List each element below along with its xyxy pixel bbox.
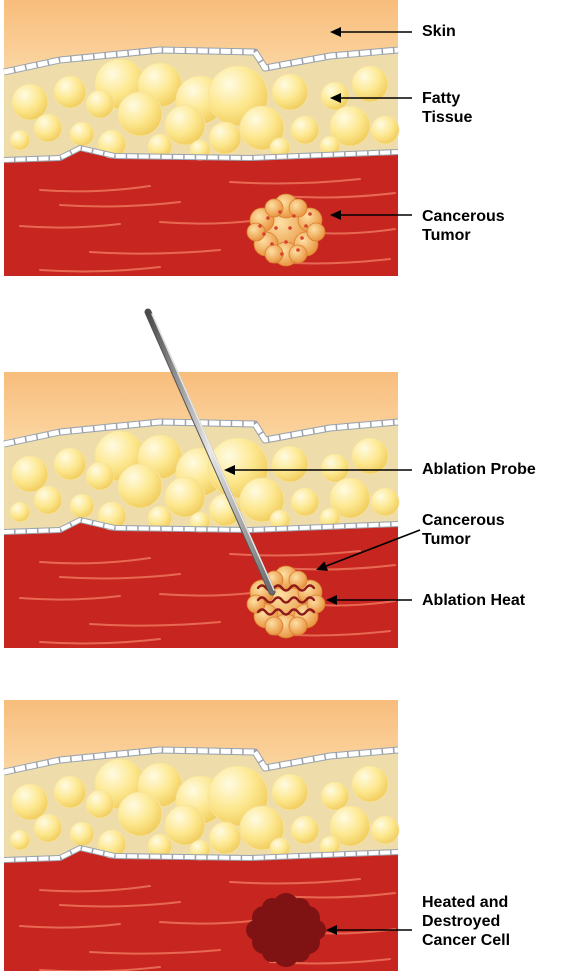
tumor-nucleus — [292, 214, 296, 218]
fat-globule — [352, 438, 388, 474]
fat-globule — [165, 105, 205, 145]
label-skin: Skin — [422, 22, 456, 41]
fat-globule — [165, 805, 205, 845]
tumor-nucleus — [262, 232, 266, 236]
tumor-nucleus — [308, 212, 312, 216]
muscle-layer — [4, 848, 398, 971]
fat-globule — [352, 66, 388, 102]
fat-globule — [371, 488, 399, 516]
fat-globule — [321, 782, 349, 810]
tumor-cell — [289, 617, 307, 635]
tumor-nucleus — [300, 236, 304, 240]
fat-globule — [272, 446, 308, 482]
fat-globule — [54, 776, 86, 808]
tumor-nucleus — [280, 252, 284, 256]
destroyed-lobe — [262, 898, 282, 918]
fat-globule — [10, 130, 30, 150]
fat-globule — [371, 116, 399, 144]
fat-globule — [118, 92, 162, 136]
fat-globule — [34, 814, 62, 842]
fat-globule — [209, 822, 241, 854]
fat-globule — [70, 494, 94, 518]
fat-globule — [272, 774, 308, 810]
fat-globule — [12, 84, 48, 120]
fat-globule — [118, 792, 162, 836]
fat-globule — [371, 816, 399, 844]
fat-globule — [86, 790, 114, 818]
tumor-nucleus — [274, 226, 278, 230]
tumor-nucleus — [304, 224, 308, 228]
tumor-cell — [289, 245, 307, 263]
fat-globule — [352, 766, 388, 802]
fat-globule — [12, 784, 48, 820]
panel-ablation — [4, 372, 399, 648]
fat-globule — [118, 464, 162, 508]
fat-globule — [209, 122, 241, 154]
fat-globule — [70, 822, 94, 846]
fat-globule — [54, 448, 86, 480]
fat-globule — [321, 454, 349, 482]
label-destroyed-cell: Heated and Destroyed Cancer Cell — [422, 893, 510, 950]
fat-globule — [291, 816, 319, 844]
tumor-nucleus — [284, 240, 288, 244]
fat-globule — [54, 76, 86, 108]
tumor-nucleus — [288, 226, 292, 230]
tumor-cell — [247, 223, 265, 241]
destroyed-lobe — [290, 942, 310, 962]
fat-globule — [34, 486, 62, 514]
fat-globule — [86, 462, 114, 490]
tumor-nucleus — [278, 210, 282, 214]
tumor-nucleus — [258, 224, 262, 228]
label-ablation-probe: Ablation Probe — [422, 460, 536, 479]
tumor-cell — [307, 223, 325, 241]
fat-globule — [291, 488, 319, 516]
fat-globule — [34, 114, 62, 142]
tumor-cell — [289, 199, 307, 217]
tumor-nucleus — [296, 248, 300, 252]
fat-globule — [10, 502, 30, 522]
fat-globule — [291, 116, 319, 144]
label-cancerous-tumor: Cancerous Tumor — [422, 207, 505, 245]
destroyed-lobe — [246, 920, 266, 940]
tumor-cell — [265, 199, 283, 217]
label-fatty-tissue: Fatty Tissue — [422, 89, 472, 127]
destroyed-lobe — [306, 920, 326, 940]
fat-globule — [165, 477, 205, 517]
fat-globule — [12, 456, 48, 492]
destroyed-lobe — [290, 898, 310, 918]
fat-globule — [272, 74, 308, 110]
destroyed-lobe — [262, 942, 282, 962]
label-cancerous-tumor-2: Cancerous Tumor — [422, 511, 505, 549]
muscle-layer — [4, 520, 398, 648]
fat-globule — [70, 122, 94, 146]
tumor-cell — [265, 617, 283, 635]
fat-globule — [86, 90, 114, 118]
tumor-nucleus — [270, 242, 274, 246]
label-ablation-heat: Ablation Heat — [422, 591, 525, 610]
fat-globule — [10, 830, 30, 850]
tumor-nucleus — [266, 216, 270, 220]
panel-intact-tumor — [4, 0, 399, 276]
